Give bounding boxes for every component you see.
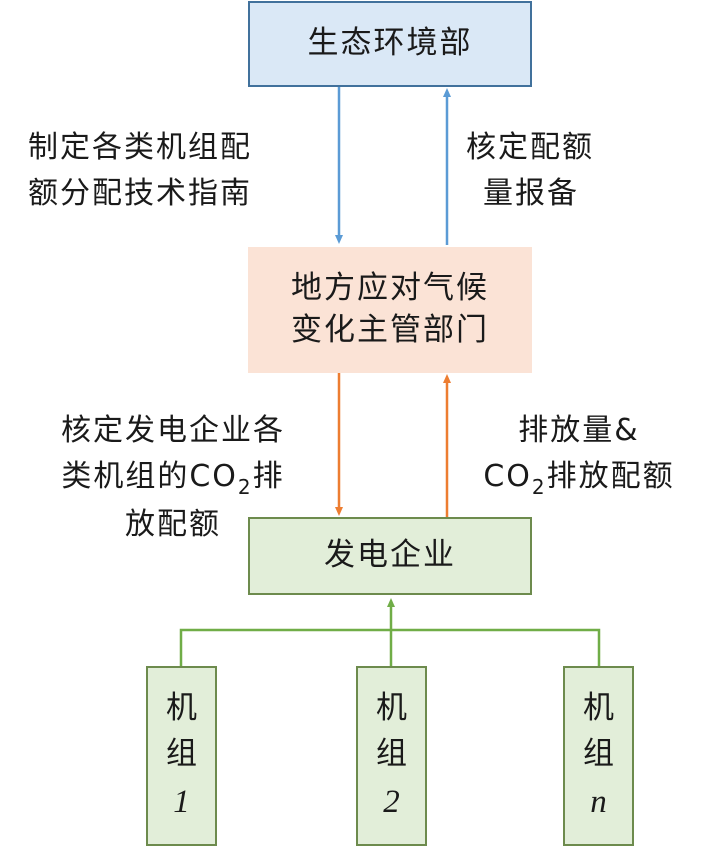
- emission-label-subscript: 2: [531, 475, 547, 499]
- enterprise-label: 发电企业: [324, 537, 456, 574]
- verify-label-line3: 放配额: [125, 507, 221, 542]
- guideline-label-line1: 制定各类机组配: [28, 130, 252, 165]
- verify-label-subscript: 2: [237, 475, 253, 499]
- report-label-line2: 量报备: [483, 176, 579, 211]
- unit-2-label-mid: 组: [376, 736, 407, 773]
- unit-2-node: 机 组 2: [356, 666, 427, 846]
- emission-label-line2-tail: 排放配额: [546, 459, 675, 494]
- verify-label: 核定发电企业各 类机组的CO2排 放配额: [28, 408, 318, 548]
- emission-label-line1: 排放量&: [518, 413, 640, 448]
- verify-label-line2-tail: 排: [252, 459, 285, 494]
- guideline-label-line2: 额分配技术指南: [28, 176, 252, 211]
- verify-label-line2-text: 类机组的CO: [61, 459, 238, 494]
- connector-unit-n: [391, 628, 601, 666]
- unit-n-node: 机 组 n: [563, 666, 634, 846]
- unit-n-label-top: 机: [583, 689, 614, 726]
- verify-label-line1: 核定发电企业各: [61, 413, 285, 448]
- ministry-node: 生态环境部: [248, 1, 532, 87]
- report-label-line1: 核定配额: [466, 130, 594, 165]
- guideline-label: 制定各类机组配 额分配技术指南: [28, 125, 252, 217]
- verify-label-line2: 类机组的CO2排: [28, 454, 318, 502]
- emission-label: 排放量& CO2排放配额: [468, 408, 690, 502]
- unit-1-label-mid: 组: [166, 736, 197, 773]
- emission-label-line2-text: CO: [483, 459, 532, 494]
- local-department-node: 地方应对气候 变化主管部门: [248, 247, 532, 373]
- unit-1-index: 1: [173, 783, 190, 820]
- unit-2-index: 2: [383, 783, 400, 820]
- local-department-label-line2: 变化主管部门: [291, 312, 489, 348]
- unit-1-node: 机 组 1: [146, 666, 217, 846]
- enterprise-node: 发电企业: [248, 517, 532, 595]
- unit-n-index: n: [590, 783, 607, 820]
- unit-1-label-top: 机: [166, 689, 197, 726]
- report-label: 核定配额 量报备: [466, 125, 594, 217]
- connector-unit-1: [179, 628, 391, 666]
- unit-n-label-mid: 组: [583, 736, 614, 773]
- ministry-label: 生态环境部: [307, 25, 473, 62]
- unit-2-label-top: 机: [376, 689, 407, 726]
- local-department-label-line1: 地方应对气候: [291, 270, 489, 307]
- emission-label-line2: CO2排放配额: [468, 454, 690, 502]
